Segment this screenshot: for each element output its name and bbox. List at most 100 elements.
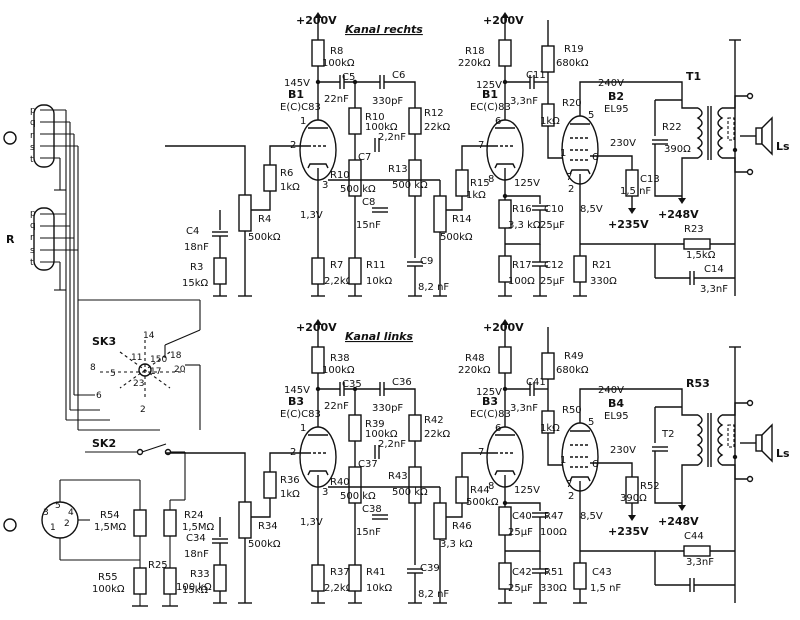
wire [590, 155, 633, 170]
channel-header: Kanal links [345, 330, 413, 343]
tube-type: EL95 [604, 104, 629, 115]
transformer-primary [696, 414, 703, 466]
val: 500kΩ [466, 497, 499, 508]
pin-r: r [30, 131, 34, 141]
val: 500 kΩ [392, 487, 428, 498]
val: 22kΩ [424, 429, 451, 440]
output-terminal [746, 92, 754, 100]
ref: C44 [684, 531, 704, 542]
ref: C12 [544, 260, 564, 271]
pin-6: 6 [495, 116, 501, 127]
din-pin-2: 2 [64, 519, 70, 529]
val: 18nF [184, 242, 209, 253]
ref: C5 [342, 72, 355, 83]
val: 15kΩ [182, 585, 209, 596]
sk3-pin-11: 11 [131, 353, 142, 363]
pin-q: q [30, 118, 36, 128]
output-switch-box [727, 117, 735, 141]
val: 1,5 nF [590, 583, 621, 594]
pin-t2: t [30, 258, 34, 268]
ref: R39 [365, 419, 385, 430]
voltage-240: 240V [598, 385, 624, 396]
resistor-R3 [213, 564, 227, 592]
resistor-R7 [311, 257, 325, 285]
ref: R12 [424, 108, 444, 119]
potentiometer-R14 [433, 195, 447, 233]
tube-type: EC(C)83 [470, 102, 511, 113]
val: 22kΩ [424, 122, 451, 133]
sk3-pin-8: 8 [90, 363, 96, 373]
ref: R13 [388, 164, 408, 175]
wire [461, 452, 495, 477]
tube-cathode [307, 163, 329, 169]
wire [681, 157, 698, 196]
voltage-125b: 125V [514, 178, 540, 189]
ref: R20 [562, 98, 582, 109]
tube-cathode [494, 470, 516, 476]
val: 220kΩ [458, 365, 491, 376]
resistor-R19 [541, 45, 555, 73]
val: 100kΩ [365, 122, 398, 133]
R54-ref: R54 [100, 510, 120, 521]
val: 500kΩ [248, 539, 281, 550]
ref: R11 [366, 260, 386, 271]
R25-val: 100 kΩ [176, 582, 212, 593]
sk3-label: SK3 [92, 335, 116, 348]
ref: R36 [280, 475, 300, 486]
val: 1kΩ [280, 489, 300, 500]
supply-arrow [314, 319, 322, 325]
voltage-1-3: 1,3V [300, 210, 323, 221]
val: 680kΩ [556, 365, 589, 376]
val: 2,2nF [378, 439, 406, 450]
pin-s2: s [30, 246, 35, 256]
resistor-R11 [348, 564, 362, 592]
voltage-240: 240V [598, 78, 624, 89]
tube-cathode [494, 163, 516, 169]
potentiometer-R4 [238, 194, 252, 232]
wire [654, 144, 682, 197]
potentiometer-R14 [433, 502, 447, 540]
resistor-R10a [348, 414, 362, 442]
ref: R48 [465, 353, 485, 364]
ref: C40 [512, 511, 532, 522]
voltage-125b: 125V [514, 485, 540, 496]
wire [590, 462, 633, 477]
R55-val: 100kΩ [92, 584, 125, 595]
output-switch-box [727, 424, 735, 448]
wire [505, 502, 541, 511]
ref: C11 [526, 70, 546, 81]
wire [505, 195, 541, 204]
resistor-R12 [408, 414, 422, 442]
wire [579, 81, 683, 116]
din-pin-5: 5 [55, 501, 61, 511]
pin-1: 1 [560, 148, 566, 159]
transformer-primary [696, 107, 703, 159]
ref: R8 [330, 46, 343, 57]
transformer-T1: T1 [686, 70, 701, 83]
pin-6: 6 [495, 423, 501, 434]
ref: C41 [526, 377, 546, 388]
voltage-230: 230V [610, 445, 636, 456]
ref: R43 [388, 471, 408, 482]
speaker-magnet [755, 127, 763, 145]
ref: R34 [258, 521, 278, 532]
supply-plus235: +235V [608, 525, 649, 538]
transformer-secondary [717, 414, 724, 466]
ref: R50 [562, 405, 582, 416]
ref: R42 [424, 415, 444, 426]
ref: R37 [330, 567, 350, 578]
tube-type: EC(C)83 [470, 409, 511, 420]
ref: R23 [684, 224, 704, 235]
ref: C13 [640, 174, 660, 185]
ref: R38 [330, 353, 350, 364]
ref: C7 [358, 152, 371, 163]
din-connector: 3 5 1 4 2 [3, 479, 140, 561]
speaker-label: Ls [776, 140, 790, 153]
switch-SK2: SK2 [85, 437, 186, 500]
resistor-R19 [541, 352, 555, 380]
resistor-R7 [311, 564, 325, 592]
supply-plus235: +235V [608, 218, 649, 231]
ref: R15 [470, 178, 490, 189]
speaker-icon [761, 116, 773, 156]
input-bus [65, 110, 201, 431]
